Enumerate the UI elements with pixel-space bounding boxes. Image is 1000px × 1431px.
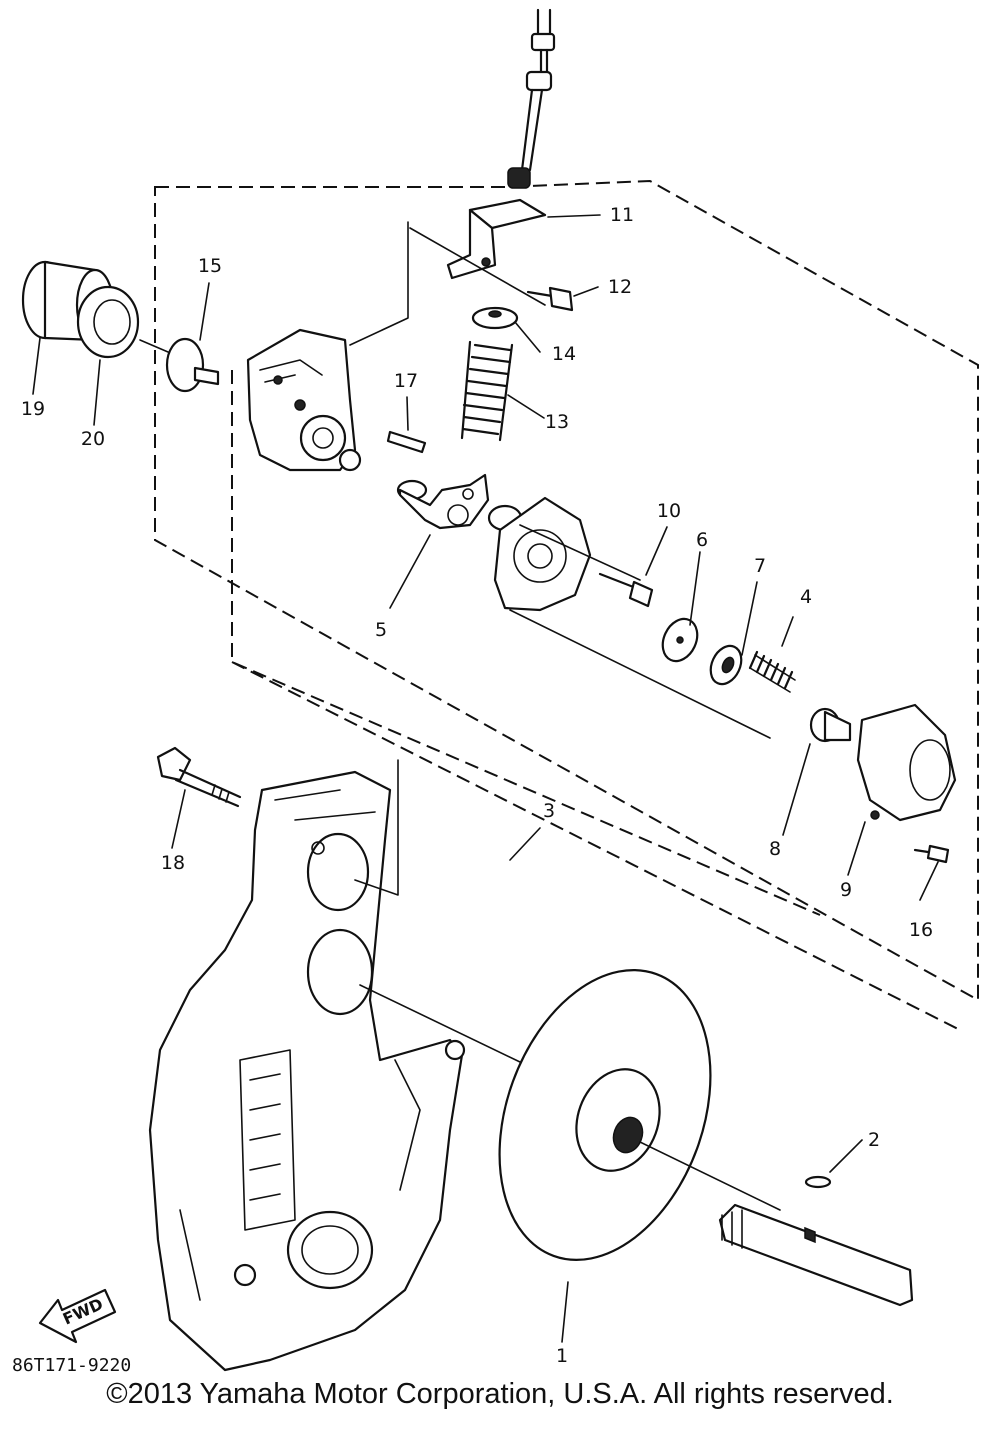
bolt-10 (598, 572, 654, 608)
callout-10: 10 (657, 500, 681, 522)
forward-direction-arrow: FWD (38, 1288, 117, 1344)
bracket-part (409, 198, 547, 306)
spring (460, 340, 514, 442)
shaft (718, 1203, 914, 1307)
callout-1: 1 (556, 1345, 568, 1367)
sub-assembly-boundary (231, 370, 961, 1031)
callout-4: 4 (800, 586, 812, 608)
washer (661, 617, 699, 663)
callout-8: 8 (769, 838, 781, 860)
callout-11: 11 (610, 204, 634, 226)
callout-2: 2 (868, 1129, 880, 1151)
bolt-12 (526, 286, 574, 312)
assembly-boundary (154, 179, 979, 1002)
plug-20 (76, 285, 169, 359)
governor-housing (246, 221, 409, 472)
screw-16 (913, 844, 950, 864)
clip (709, 644, 743, 686)
pin (386, 430, 427, 454)
callout-14: 14 (552, 343, 576, 365)
throttle-cable (507, 8, 556, 189)
callout-17: 17 (394, 370, 418, 392)
callout-13: 13 (545, 411, 569, 433)
callout-16: 16 (909, 919, 933, 941)
callout-12: 12 (608, 276, 632, 298)
callout-labels: 1 2 3 4 5 6 7 8 9 10 11 12 13 14 15 16 1… (21, 204, 933, 1367)
cover-cap (856, 703, 957, 822)
callout-5: 5 (375, 619, 387, 641)
callout-3: 3 (543, 800, 555, 822)
key (804, 1175, 832, 1189)
callout-18: 18 (161, 852, 185, 874)
diagram-code: 86T171-9220 (12, 1355, 131, 1376)
callout-20: 20 (81, 428, 105, 450)
stud-plate (165, 337, 220, 393)
spring-seat (471, 306, 519, 330)
callout-6: 6 (696, 529, 708, 551)
governor-plate (487, 496, 771, 739)
callout-15: 15 (198, 255, 222, 277)
callout-19: 19 (21, 398, 45, 420)
sheave-disc (498, 969, 781, 1261)
bolt-18 (156, 746, 242, 808)
lever-shaft (396, 473, 490, 530)
plunger (809, 707, 852, 743)
copyright-notice: ©2013 Yamaha Motor Corporation, U.S.A. A… (106, 1378, 894, 1410)
small-spring (748, 650, 796, 693)
leader-lines (32, 214, 939, 1343)
callout-9: 9 (840, 879, 852, 901)
callout-7: 7 (754, 555, 766, 577)
primary-sheave-housing (148, 759, 521, 1372)
